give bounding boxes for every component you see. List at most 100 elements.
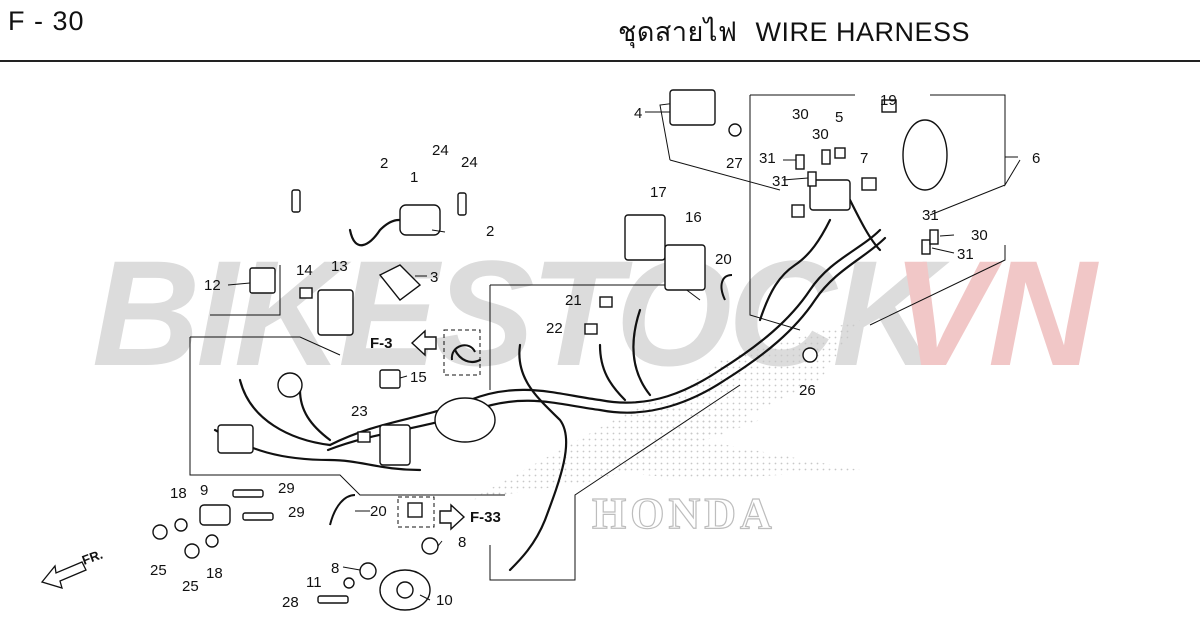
part-callouts: 1 2 2 3 4 5 6 7 8 8 9 10 11 12 13 14 15 … [150, 92, 1040, 611]
relay-15 [379, 369, 401, 389]
regulator-rectifier [669, 89, 716, 126]
clip-23 [357, 431, 371, 443]
title-thai: ชุดสายไฟ [618, 17, 738, 47]
callout-25: 25 [182, 578, 199, 595]
callout-31: 31 [759, 150, 776, 167]
callout-31: 31 [772, 173, 789, 190]
callout-6: 6 [1032, 150, 1040, 167]
bracket-9 [199, 504, 231, 526]
callout-2: 2 [380, 155, 388, 172]
fuse-30-a [821, 149, 831, 165]
fuse-31-b [807, 171, 817, 187]
connector-17 [624, 214, 666, 261]
callout-14: 14 [296, 262, 313, 279]
ref-arrow-f33[interactable] [397, 496, 466, 531]
nut-25-a [152, 524, 168, 540]
clip-f33 [407, 502, 423, 518]
callout-5: 5 [835, 109, 843, 126]
callout-30: 30 [792, 106, 809, 123]
page-code: F - 30 [8, 6, 85, 36]
callout-29: 29 [278, 480, 295, 497]
washer-18-b [205, 534, 219, 548]
callout-24: 24 [432, 142, 449, 159]
callout-28: 28 [282, 594, 299, 611]
connector-16 [664, 244, 706, 291]
clamps-20 [329, 274, 733, 526]
callout-18: 18 [206, 565, 223, 582]
clip-19 [881, 99, 897, 113]
callout-31: 31 [957, 246, 974, 263]
front-direction-label: FR. [80, 547, 105, 568]
callout-27: 27 [726, 155, 743, 172]
callout-21: 21 [565, 292, 582, 309]
fuse-30-right [929, 229, 939, 245]
callout-26: 26 [799, 382, 816, 399]
clip-22 [584, 323, 598, 335]
clip-14 [299, 287, 313, 299]
grommet [277, 372, 303, 398]
ignition-coil [399, 204, 441, 236]
relay-12 [249, 267, 276, 294]
callout-12: 12 [204, 277, 221, 294]
fuse-31-right [921, 239, 931, 255]
callout-1: 1 [410, 169, 418, 186]
callout-19: 19 [880, 92, 897, 109]
washer-8-a [359, 562, 377, 580]
callout-8: 8 [458, 534, 466, 551]
callout-30: 30 [971, 227, 988, 244]
honda-text: HONDA [592, 489, 776, 538]
fuse-box [379, 424, 411, 466]
callout-8: 8 [331, 560, 339, 577]
nut-27 [728, 123, 742, 137]
washer-8-b [421, 537, 439, 555]
callout-16: 16 [685, 209, 702, 226]
callout-22: 22 [546, 320, 563, 337]
parts [152, 89, 948, 611]
callout-7: 7 [860, 150, 868, 167]
fuse-5 [834, 147, 846, 159]
washer-11 [343, 577, 355, 589]
battery-cap [434, 397, 496, 443]
relay-13 [317, 289, 354, 336]
title-english: WIRE HARNESS [755, 17, 971, 47]
washer-18-a [174, 518, 188, 532]
connector-left [217, 424, 254, 454]
ref-label-f3[interactable]: F-3 [370, 335, 393, 352]
front-arrow-icon [40, 561, 87, 589]
capacitor [902, 119, 948, 191]
callout-3: 3 [430, 269, 438, 286]
bolts [232, 189, 467, 604]
callout-17: 17 [650, 184, 667, 201]
watermark-right: VN [892, 229, 1096, 397]
callout-20: 20 [715, 251, 732, 268]
ref-label-f33[interactable]: F-33 [470, 509, 501, 526]
ref-arrow-f3[interactable] [410, 329, 481, 376]
callout-25: 25 [150, 562, 167, 579]
callout-18: 18 [170, 485, 187, 502]
callout-15: 15 [410, 369, 427, 386]
group-outlines [189, 94, 1021, 581]
socket [791, 204, 805, 218]
page-title: ชุดสายไฟ WIRE HARNESS [618, 10, 970, 53]
clip-21 [599, 296, 613, 308]
callout-20: 20 [370, 503, 387, 520]
callout-11: 11 [306, 574, 322, 591]
callout-24: 24 [461, 154, 478, 171]
callout-10: 10 [436, 592, 453, 609]
callout-31: 31 [922, 207, 939, 224]
callout-4: 4 [634, 105, 642, 122]
callout-29: 29 [288, 504, 305, 521]
plug-3 [378, 264, 422, 301]
holder-7 [861, 177, 877, 191]
page-header: F - 30 ชุดสายไฟ WIRE HARNESS [0, 0, 1200, 62]
fuse-31-a [795, 154, 805, 170]
callout-9: 9 [200, 482, 208, 499]
callout-30: 30 [812, 126, 829, 143]
nut-25-b [184, 543, 200, 559]
bolt-26 [802, 347, 818, 363]
honda-wing-logo [470, 320, 860, 500]
leader-lines [227, 111, 1018, 601]
fuse-block [809, 179, 851, 211]
callout-2: 2 [486, 223, 494, 240]
callout-13: 13 [331, 258, 348, 275]
